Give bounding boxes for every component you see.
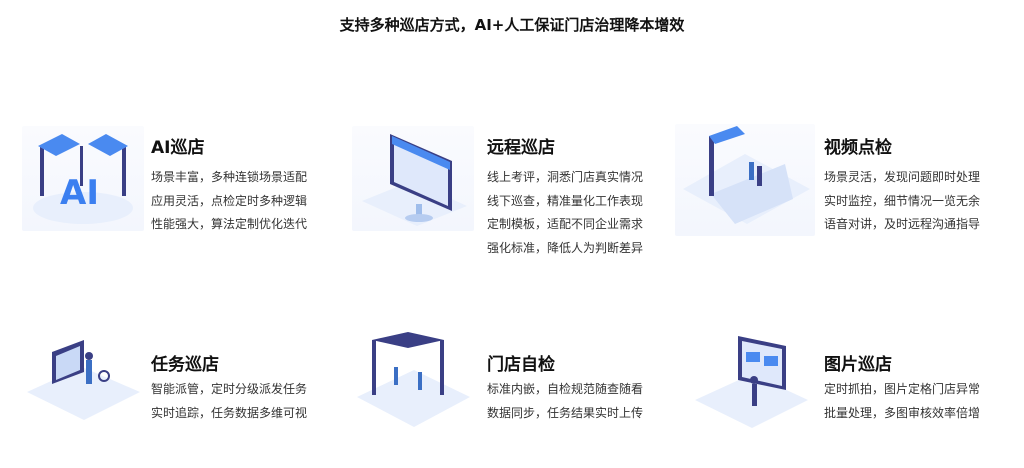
card-description: 线上考评，洞悉门店真实情况 线下巡查，精准量化工作表现 定制模板，适配不同企业需… — [487, 166, 643, 260]
card-line: 标准内嵌，自检规范随查随看 — [487, 382, 644, 396]
card-description: 智能派管，定时分级派发任务 实时追踪，任务数据多维可视 — [151, 378, 307, 425]
card-title: 图片巡店 — [824, 355, 892, 375]
card-line: 实时监控，细节情况一览无余 — [824, 193, 981, 208]
ai-store-illustration: AI — [22, 126, 144, 231]
card-line: 线下巡查，精准量化工作表现 — [487, 193, 644, 208]
card-line: 线上考评，洞悉门店真实情况 — [487, 170, 644, 184]
svg-text:AI: AI — [60, 173, 99, 213]
card-line: 智能派管，定时分级派发任务 — [151, 382, 308, 396]
task-illustration — [22, 332, 144, 437]
video-check-illustration — [675, 124, 815, 236]
card-description: 场景灵活，发现问题即时处理 实时监控，细节情况一览无余 语音对讲，及时远程沟通指… — [824, 166, 980, 237]
card-title: AI巡店 — [151, 138, 205, 158]
card-line: 实时追踪，任务数据多维可视 — [151, 405, 308, 420]
card-title: 视频点检 — [824, 138, 892, 158]
monitor-store-illustration — [352, 126, 474, 231]
photo-illustration — [690, 332, 812, 437]
card-line: 语音对讲，及时远程沟通指导 — [824, 217, 981, 231]
card-line: 定制模板，适配不同企业需求 — [487, 217, 644, 231]
card-line: 性能强大，算法定制优化迭代 — [151, 217, 308, 231]
card-description: 定时抓拍，图片定格门店异常 批量处理，多图审核效率倍增 — [824, 378, 980, 425]
card-title: 任务巡店 — [151, 355, 219, 375]
page-title: 支持多种巡店方式，AI+人工保证门店治理降本增效 — [339, 16, 685, 34]
card-line: 应用灵活，点检定时多种逻辑 — [151, 193, 308, 208]
card-title: 门店自检 — [487, 355, 555, 375]
card-description: 场景丰富，多种连锁场景适配 应用灵活，点检定时多种逻辑 性能强大，算法定制优化迭… — [151, 166, 307, 237]
card-title: 远程巡店 — [487, 138, 555, 158]
self-check-illustration — [352, 332, 474, 437]
card-description: 标准内嵌，自检规范随查随看 数据同步，任务结果实时上传 — [487, 378, 643, 425]
card-line: 强化标准，降低人为判断差异 — [487, 240, 644, 255]
card-line: 定时抓拍，图片定格门店异常 — [824, 382, 981, 396]
card-line: 数据同步，任务结果实时上传 — [487, 405, 644, 420]
card-line: 场景丰富，多种连锁场景适配 — [151, 170, 308, 184]
card-line: 场景灵活，发现问题即时处理 — [824, 170, 981, 184]
card-line: 批量处理，多图审核效率倍增 — [824, 405, 981, 420]
